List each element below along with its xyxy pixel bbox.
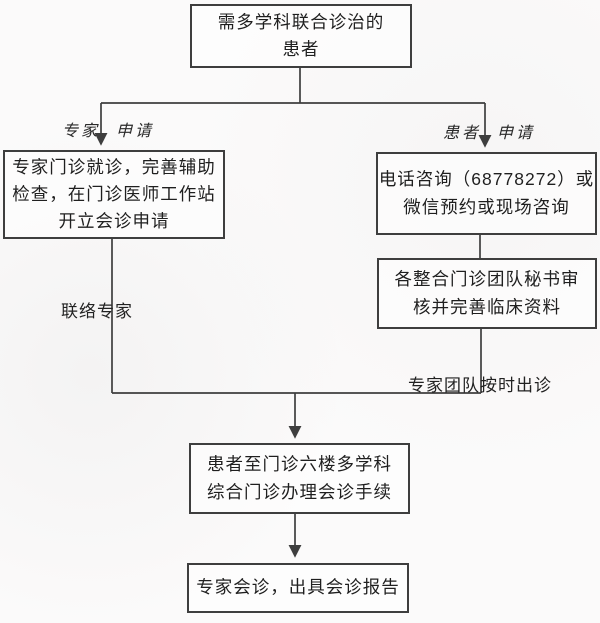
phone-consult-node: 电话咨询（68778272）或 微信预约或现场咨询	[376, 152, 597, 235]
patient-apply-label: 患者 申请	[443, 119, 535, 143]
secretary-review-node: 各整合门诊团队秘书审 核并完善临床资料	[377, 258, 597, 329]
expert-apply-label: 专家 申请	[62, 117, 154, 141]
contact-expert-label: 联络专家	[61, 302, 133, 321]
report-node: 专家会诊，出具会诊报告	[187, 563, 409, 613]
apply-label-text: 申请	[497, 125, 536, 142]
expert-label-text: 专家	[62, 123, 101, 140]
start-node: 需多学科联合诊治的 患者	[190, 4, 412, 68]
checkin-node: 患者至门诊六楼多学科 综合门诊办理会诊手续	[189, 443, 410, 514]
team-on-time-label: 专家团队按时出诊	[408, 376, 552, 395]
patient-label-text: 患者	[443, 125, 482, 142]
expert-visit-node: 专家门诊就诊，完善辅助 检查，在门诊医师工作站 开立会诊申请	[3, 150, 225, 239]
apply-label-text: 申请	[116, 123, 155, 140]
